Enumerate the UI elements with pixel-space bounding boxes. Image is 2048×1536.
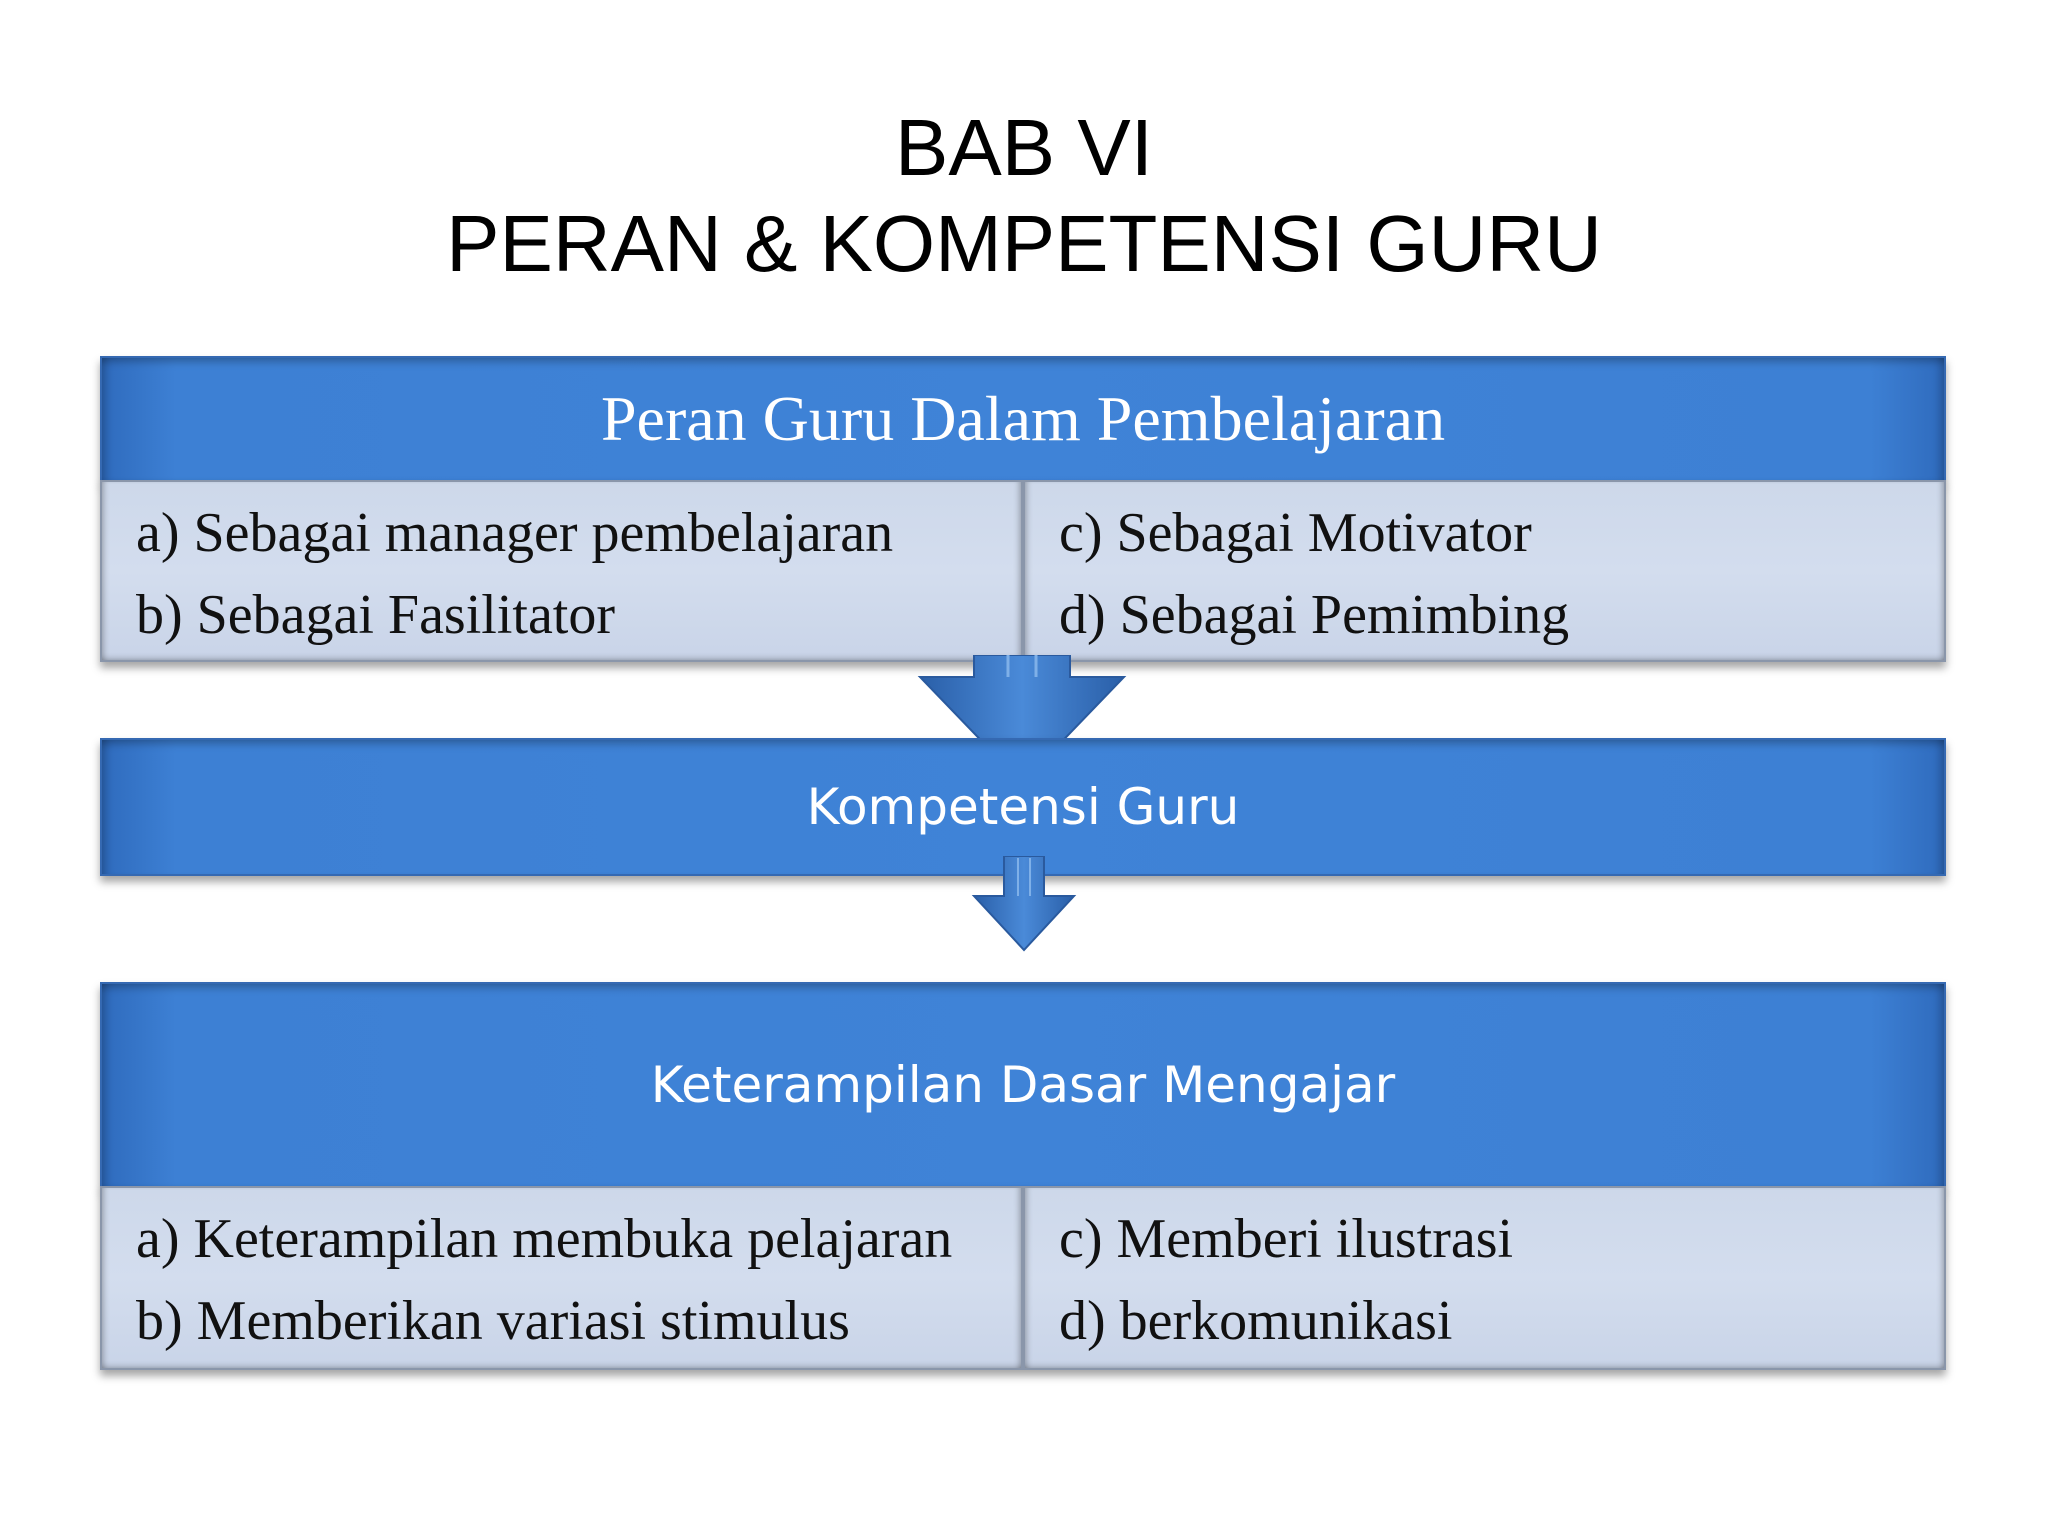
title-line-2: PERAN & KOMPETENSI GURU <box>446 199 1602 288</box>
peran-items-left: a) Sebagai manager pembelajaran b) Sebag… <box>100 480 1023 662</box>
keterampilan-item-a: a) Keterampilan membuka pelajaran <box>136 1208 953 1270</box>
down-arrow-icon-2 <box>971 856 1077 952</box>
keterampilan-item-d: d) berkomunikasi <box>1059 1290 1453 1352</box>
keterampilan-header-bar: Keterampilan Dasar Mengajar <box>100 982 1946 1188</box>
peran-items-row: a) Sebagai manager pembelajaran b) Sebag… <box>100 480 1946 662</box>
kompetensi-text: Kompetensi Guru <box>806 778 1240 836</box>
peran-header-text: Peran Guru Dalam Pembelajaran <box>600 383 1446 454</box>
peran-item-b: b) Sebagai Fasilitator <box>136 584 616 646</box>
keterampilan-items-left: a) Keterampilan membuka pelajaran b) Mem… <box>100 1186 1023 1370</box>
title-line-1: BAB VI <box>895 103 1153 192</box>
keterampilan-item-c: c) Memberi ilustrasi <box>1059 1208 1514 1270</box>
keterampilan-header-text: Keterampilan Dasar Mengajar <box>650 1056 1396 1114</box>
keterampilan-items-right: c) Memberi ilustrasi d) berkomunikasi <box>1023 1186 1946 1370</box>
peran-header-bar: Peran Guru Dalam Pembelajaran <box>100 356 1946 482</box>
kompetensi-bar: Kompetensi Guru <box>100 738 1946 876</box>
keterampilan-items-row: a) Keterampilan membuka pelajaran b) Mem… <box>100 1186 1946 1370</box>
keterampilan-item-b: b) Memberikan variasi stimulus <box>136 1290 850 1352</box>
peran-item-c: c) Sebagai Motivator <box>1059 502 1532 564</box>
peran-item-d: d) Sebagai Pemimbing <box>1059 584 1570 646</box>
down-arrow-icon-1 <box>917 655 1127 785</box>
slide-title: BAB VI PERAN & KOMPETENSI GURU <box>0 100 2048 292</box>
peran-item-a: a) Sebagai manager pembelajaran <box>136 502 894 564</box>
peran-items-right: c) Sebagai Motivator d) Sebagai Pemimbin… <box>1023 480 1946 662</box>
